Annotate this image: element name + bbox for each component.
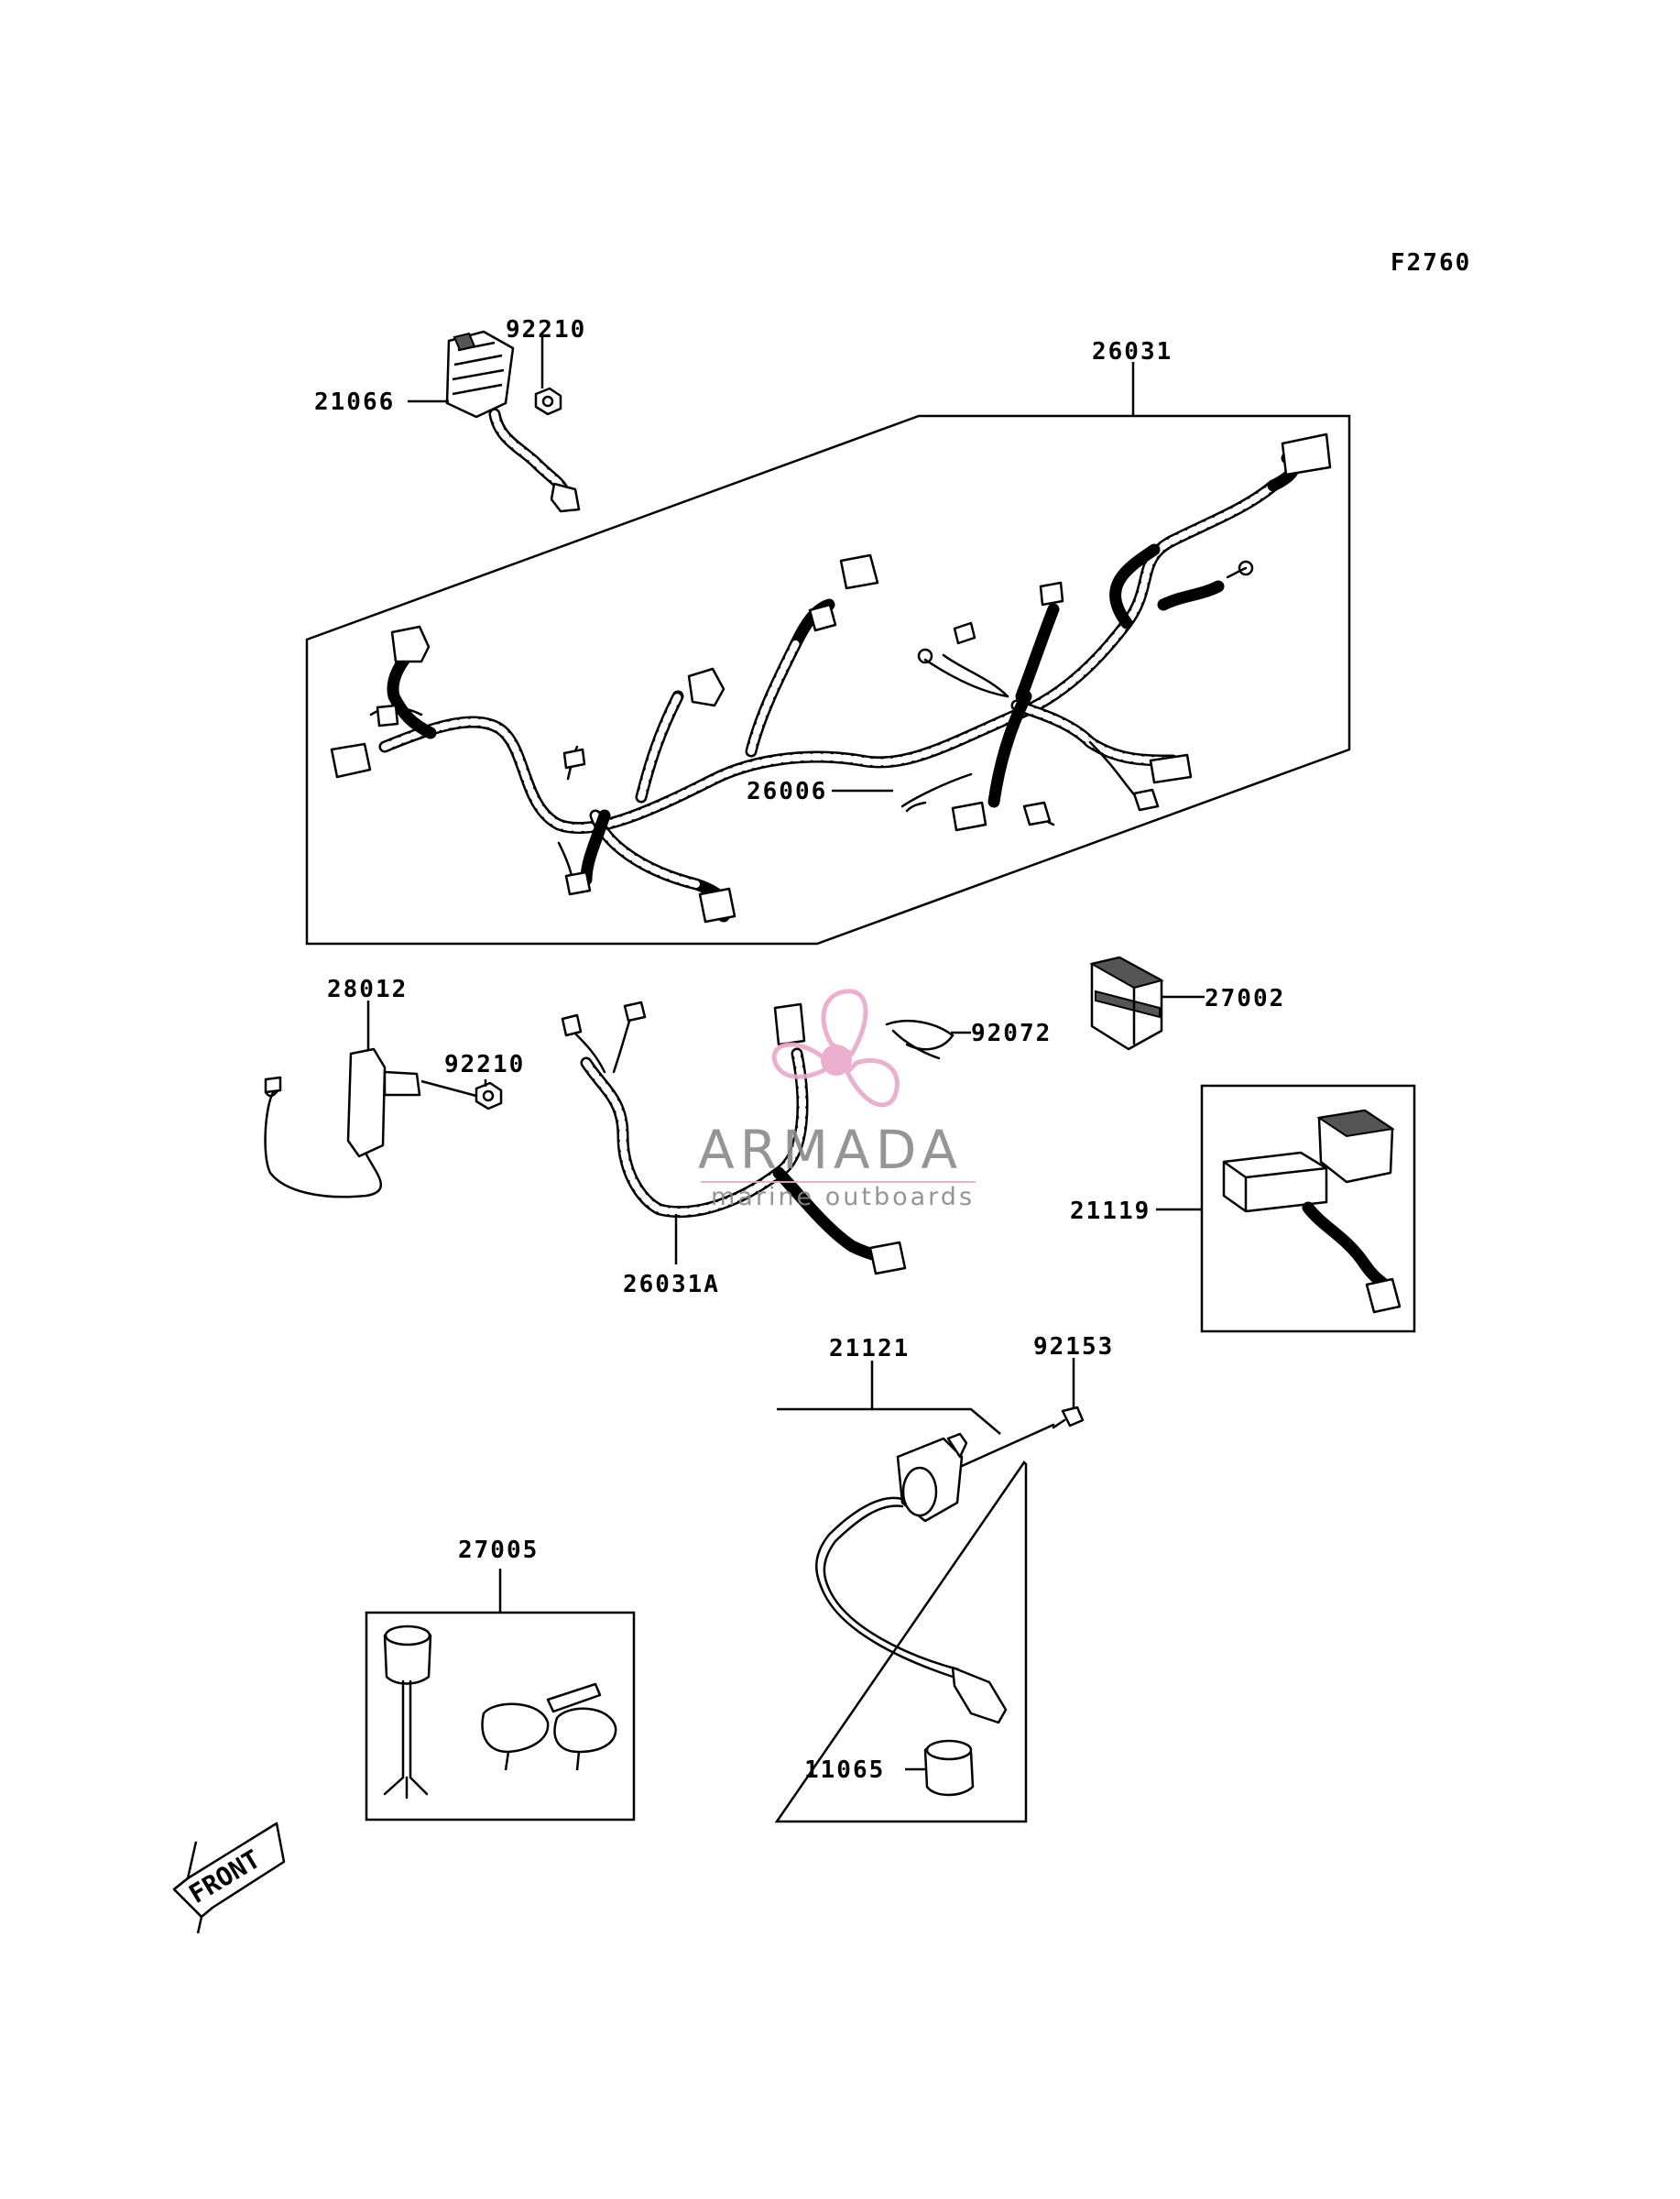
main-harness-26031 <box>330 432 1332 924</box>
propeller-logo-icon <box>771 989 900 1108</box>
callout-27005: 27005 <box>458 1537 539 1564</box>
callout-28012: 28012 <box>327 976 408 1003</box>
callout-21119: 21119 <box>1070 1198 1151 1225</box>
sub-harness-26031A <box>561 1001 907 1275</box>
relay-27002 <box>1089 956 1164 1051</box>
regulator-21066 <box>445 330 581 513</box>
switch-28012 <box>264 1047 421 1198</box>
callout-27002: 27002 <box>1205 985 1285 1012</box>
callout-92210-top: 92210 <box>506 316 586 344</box>
diagram-code: F2760 <box>1391 249 1471 277</box>
front-arrow: FRONT <box>172 1822 286 1934</box>
ignition-coil-21121 <box>774 1407 1055 1823</box>
armada-watermark: ARMADA marine outboards <box>698 989 976 1211</box>
cdi-unit-21119 <box>1200 1084 1416 1333</box>
callout-26031A: 26031A <box>623 1271 720 1298</box>
callout-11065: 11065 <box>804 1756 885 1784</box>
clamp-92072 <box>885 1019 955 1060</box>
watermark-tagline: marine outboards <box>711 1183 975 1211</box>
watermark-brand: ARMADA <box>698 1119 963 1181</box>
horn-27005 <box>365 1611 636 1822</box>
nut-92210-mid <box>475 1081 503 1110</box>
sub-harness-26006 <box>900 772 973 813</box>
callout-92072: 92072 <box>971 1020 1052 1047</box>
callout-21066: 21066 <box>314 388 395 416</box>
callout-26031: 26031 <box>1092 338 1173 366</box>
callout-21121: 21121 <box>829 1335 910 1362</box>
nut-92210-top <box>534 387 562 416</box>
callout-92153: 92153 <box>1033 1333 1114 1361</box>
main-harness-frame: 26031 <box>305 338 1351 946</box>
bolt-92153 <box>1052 1406 1085 1429</box>
callout-92210-mid: 92210 <box>444 1051 525 1078</box>
callout-26006: 26006 <box>747 778 827 805</box>
